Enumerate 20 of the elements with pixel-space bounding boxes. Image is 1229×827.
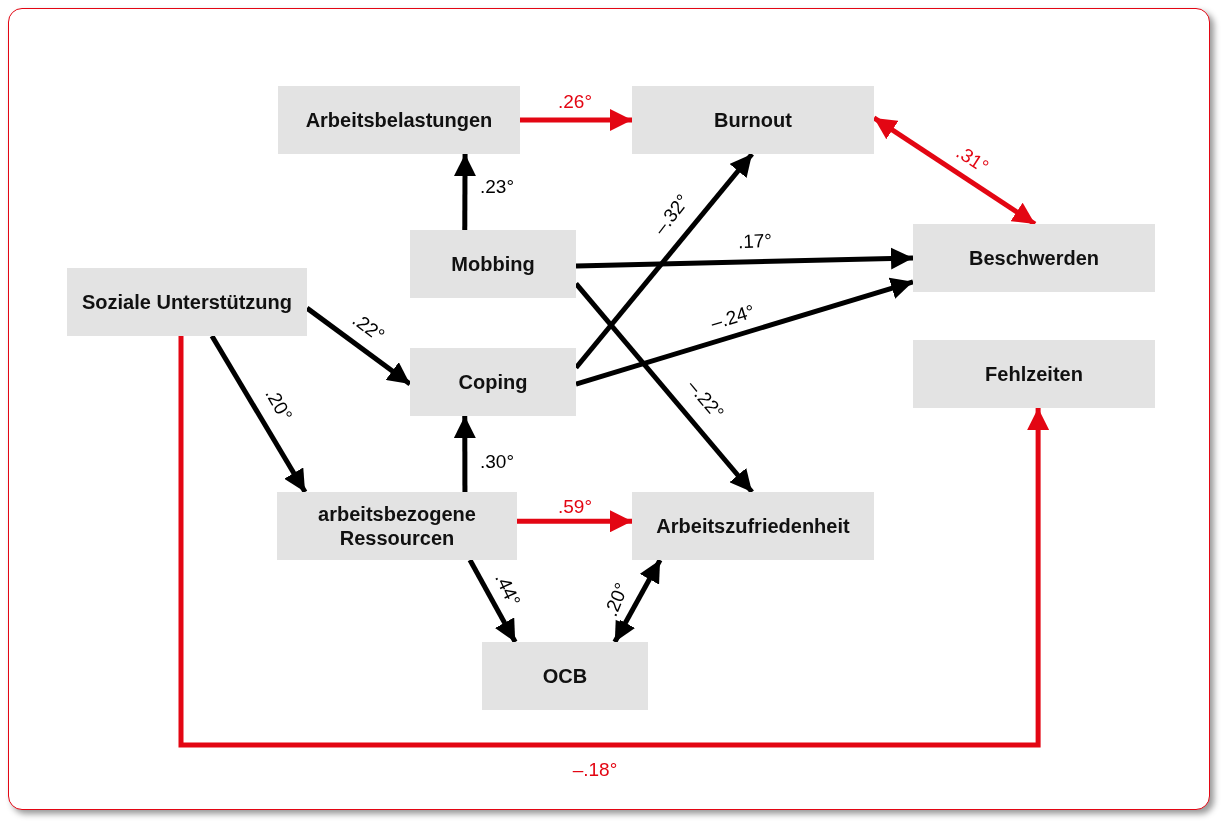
arrow (517, 510, 632, 533)
arrow (575, 247, 914, 270)
arrow (612, 558, 663, 644)
variable-box: Burnout (632, 86, 874, 154)
variable-box: Beschwerden (913, 224, 1155, 292)
variable-box: Soziale Unterstützung (67, 268, 307, 336)
variable-box: Arbeitszufriedenheit (632, 492, 874, 560)
arrow (454, 154, 476, 230)
variable-box: Coping (410, 348, 576, 416)
arrow (209, 334, 308, 494)
arrow (575, 277, 914, 387)
arrow (178, 336, 1050, 748)
variable-box: Arbeitsbelastungen (278, 86, 520, 154)
arrow (520, 109, 632, 131)
variable-box: OCB (482, 642, 648, 710)
variable-box: Mobbing (410, 230, 576, 298)
variable-box: Fehlzeiten (913, 340, 1155, 408)
arrow (453, 416, 476, 492)
arrow (467, 558, 518, 644)
variable-box: arbeitsbezogene Ressourcen (277, 492, 517, 560)
